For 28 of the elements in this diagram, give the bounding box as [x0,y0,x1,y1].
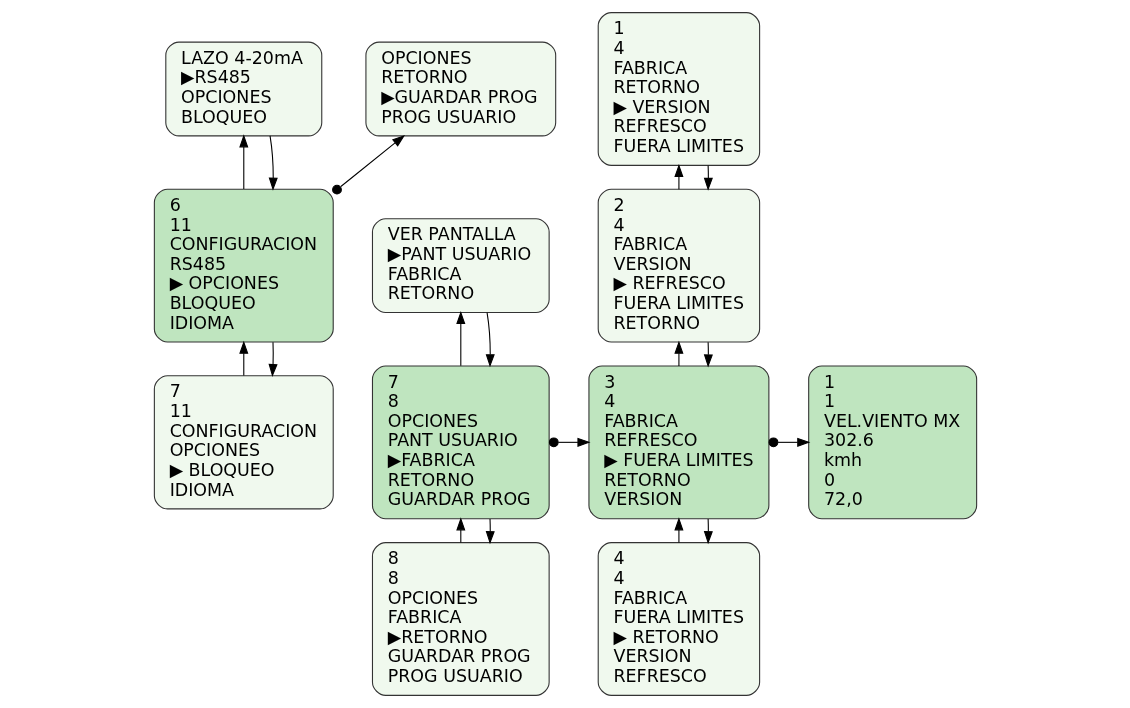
node-box: 3 4 FABRICA REFRESCO ▶ FUERA LIMITES RETORNO VERSION [587,365,769,520]
arrow [268,341,278,378]
node-box: 6 11 CONFIGURACION RS485 ▶ OPCIONES BLOQUEO IDIOMA [153,188,334,343]
arrow [673,340,683,367]
arrow [768,437,810,448]
arrow [455,310,465,367]
node-box: LAZO 4-20mA ▶RS485 OPCIONES BLOQUEO [164,41,322,137]
arrow [703,341,713,368]
arrow [238,340,248,376]
node-box: VER PANTALLA ▶PANT USUARIO FABRICA RETORNO [371,218,550,314]
arrow [238,134,248,190]
arrow [485,518,495,545]
node-box: 7 11 CONFIGURACION OPCIONES ▶ BLOQUEO IDIOMA [153,375,334,510]
node-box: 7 8 OPCIONES PANT USUARIO ▶FABRICA RETORNO GUARDAR PROG [371,365,550,520]
node-box: OPCIONES RETORNO ▶GUARDAR PROG PROG USUARIO [364,41,556,137]
arrow [268,135,278,191]
node-box: 1 4 FABRICA RETORNO ▶ VERSION REFRESCO FUERA LIMITES [597,12,760,166]
node-box: 2 4 FABRICA VERSION ▶ REFRESCO FUERA LIMITES RETORNO [597,188,760,343]
arrow [673,163,683,190]
node-box: 8 8 OPCIONES FABRICA ▶RETORNO GUARDAR PROG PROG USUARIO [371,542,550,696]
arrow [548,437,591,448]
arrow [673,517,683,544]
node-box: 1 1 VEL.VIENTO MX 302.6 kmh 0 72,0 [807,365,977,520]
arrow [703,165,713,191]
arrow [331,134,405,195]
node-box: 4 4 FABRICA FUERA LIMITES ▶ RETORNO VERSION REFRESCO [597,542,760,696]
arrow [485,312,495,368]
arrow [703,518,713,545]
